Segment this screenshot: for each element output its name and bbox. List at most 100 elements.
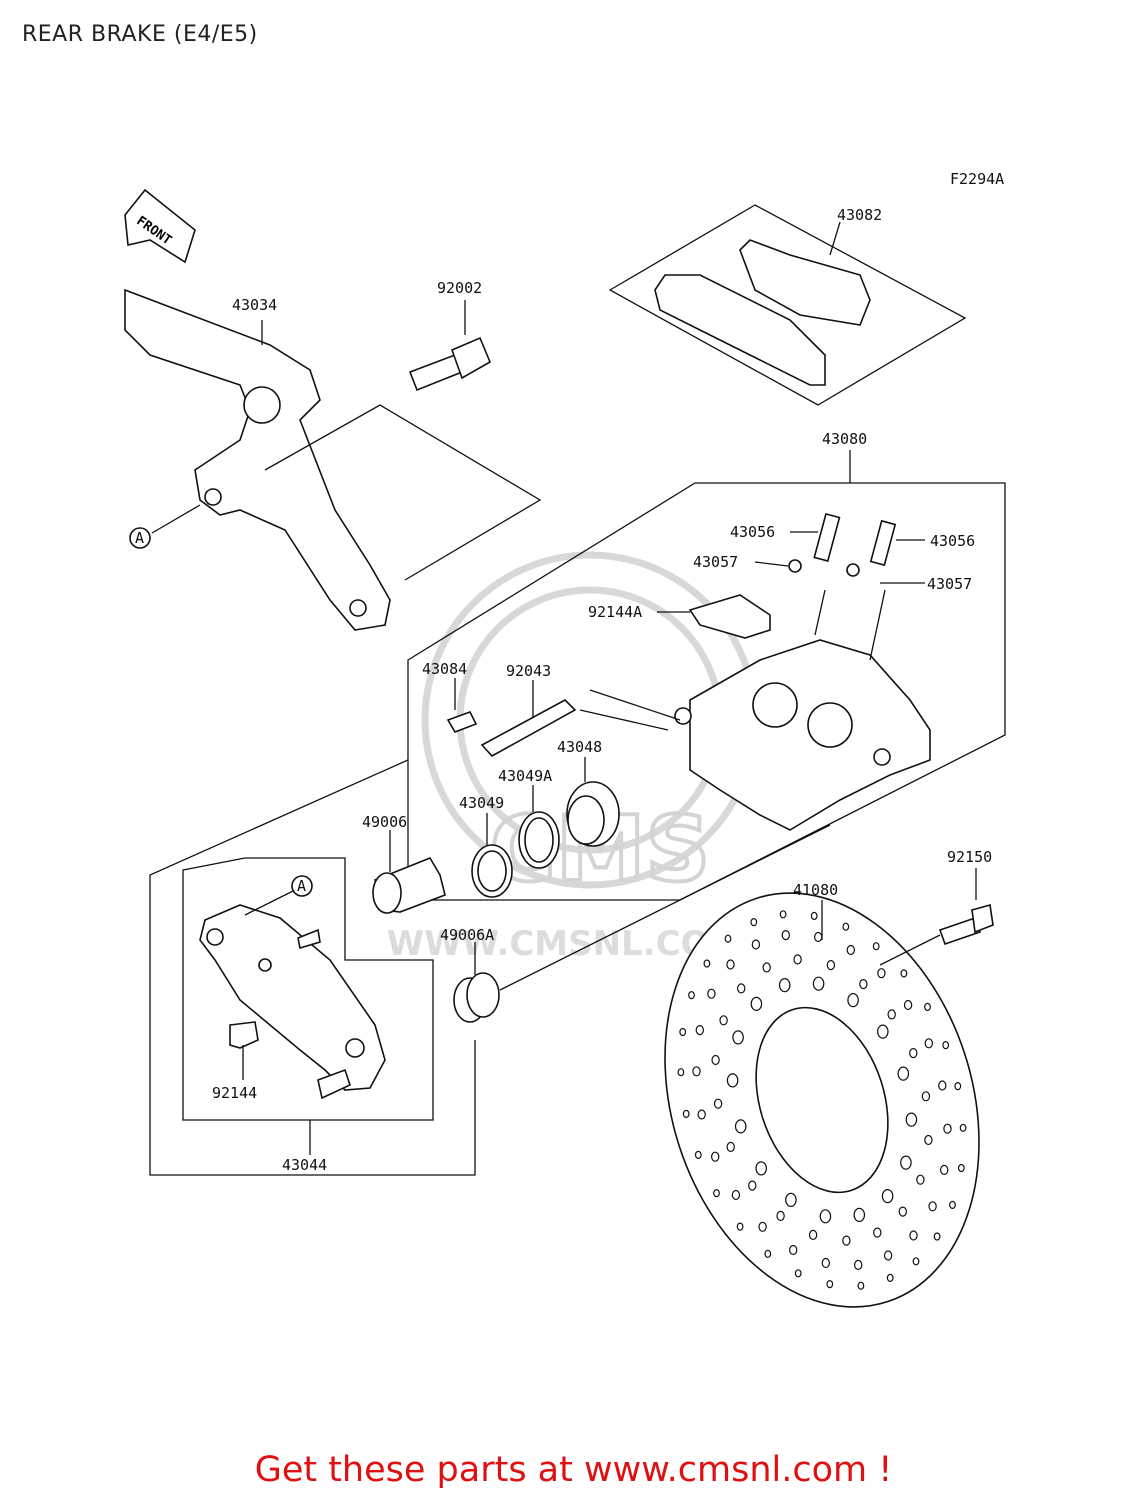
part-label-43057-right: 43057: [927, 575, 972, 593]
disc-hole: [846, 944, 856, 956]
disc-hole: [903, 999, 913, 1011]
disc-hole: [711, 1151, 720, 1162]
part-label-43057-left: 43057: [693, 553, 738, 571]
disc-hole: [682, 1109, 690, 1119]
brake-disc: 41080: [664, 881, 980, 1308]
bracket-assembly: 43044 49006 49006A A 92144: [149, 759, 831, 1176]
disc-hole: [779, 910, 787, 919]
disc-hole: [695, 1024, 705, 1036]
part-label-92144A: 92144A: [588, 603, 642, 621]
disc-hole: [719, 1015, 728, 1026]
disc-hole: [933, 1232, 941, 1241]
part-label-49006: 49006: [362, 813, 407, 831]
disc-hole: [737, 983, 746, 994]
bolt-92002: 92002: [264, 279, 542, 581]
disc-hole: [751, 939, 761, 950]
disc-hole: [883, 1250, 893, 1261]
disc-hole: [789, 1244, 798, 1256]
disc-hole: [810, 911, 818, 921]
disc-hole: [711, 1054, 720, 1066]
disc-hole: [938, 1080, 947, 1091]
shop-cta-link[interactable]: Get these parts at www.cmsnl.com !: [254, 1450, 893, 1490]
disc-hole: [762, 962, 771, 973]
disc-hole: [750, 917, 758, 927]
bolt-92150: 92150: [879, 848, 994, 966]
disc-hole: [703, 959, 711, 968]
part-label-43080: 43080: [822, 430, 867, 448]
disc-hole: [713, 1188, 720, 1198]
part-label-43044: 43044: [282, 1156, 327, 1174]
disc-hole: [694, 1150, 702, 1160]
disc-hole: [853, 1207, 866, 1223]
disc-hole: [881, 1188, 894, 1204]
disc-hole: [954, 1081, 962, 1091]
part-label-43056-left: 43056: [730, 523, 775, 541]
disc-hole: [842, 922, 850, 931]
disc-hole: [876, 1024, 889, 1039]
part-label-92002: 92002: [437, 279, 482, 297]
disc-hole: [886, 1273, 894, 1283]
disc-hole: [912, 1257, 920, 1266]
disc-hole: [857, 1281, 865, 1290]
disc-hole: [924, 1134, 933, 1146]
disc-hole: [940, 1164, 949, 1176]
disc-hole: [897, 1066, 910, 1081]
disc-hole: [898, 1206, 908, 1217]
disc-hole: [736, 1222, 744, 1231]
disc-hole: [764, 1249, 772, 1258]
disc-hole: [959, 1123, 967, 1132]
disc-hole: [732, 1030, 744, 1045]
disc-hole: [873, 1227, 882, 1238]
disc-hole: [707, 988, 716, 999]
disc-hole: [688, 990, 695, 1000]
part-label-43084: 43084: [422, 660, 467, 678]
part-label-43049A: 43049A: [498, 767, 552, 785]
disc-hole: [794, 1269, 802, 1278]
caliper-bracket: 43034 A: [124, 288, 391, 631]
disc-holes: [677, 910, 967, 1290]
disc-hole: [781, 929, 791, 941]
disc-hole: [726, 1073, 739, 1088]
disc-hole: [900, 1155, 912, 1170]
disc-hole: [785, 1192, 797, 1208]
disc-hole: [826, 1279, 834, 1289]
disc-hole: [819, 1209, 832, 1224]
disc-hole: [924, 1038, 934, 1049]
part-label-43048: 43048: [557, 738, 602, 756]
disc-hole: [697, 1109, 706, 1120]
disc-hole: [821, 1257, 831, 1269]
part-label-43034: 43034: [232, 296, 277, 314]
part-label-41080: 41080: [793, 881, 838, 899]
disc-hole: [943, 1123, 952, 1134]
ref-marker-a-bottom: A: [297, 877, 306, 895]
disc-hole: [713, 1098, 723, 1109]
front-arrow-icon: FRONT: [124, 188, 196, 264]
caliper-assembly: 43080 43056 43056 43057 43057 92144A 430…: [407, 430, 1006, 901]
brake-pads: 43082: [608, 204, 967, 406]
part-label-92144: 92144: [212, 1084, 257, 1102]
disc-hole: [905, 1112, 918, 1127]
disc-hole: [826, 959, 836, 971]
disc-hole: [814, 931, 823, 943]
disc-hole: [731, 1189, 741, 1201]
part-label-43056-right: 43056: [930, 532, 975, 550]
disc-hole: [812, 976, 825, 991]
parts-diagram: CMS WWW.CMSNL.COM F2294A FRONT 43082 430…: [124, 170, 1006, 1308]
page-title: REAR BRAKE (E4/E5): [22, 22, 258, 47]
part-label-92043: 92043: [506, 662, 551, 680]
disc-hole: [808, 1229, 818, 1241]
disc-hole: [909, 1047, 918, 1059]
disc-hole: [778, 977, 791, 993]
disc-hole: [724, 934, 732, 943]
disc-hole: [726, 959, 735, 970]
disc-hole: [748, 1180, 757, 1191]
part-label-92150: 92150: [947, 848, 992, 866]
part-label-49006A: 49006A: [440, 926, 494, 944]
disc-hole: [887, 1009, 896, 1020]
ref-marker-a-top: A: [135, 529, 144, 547]
disc-hole: [758, 1221, 767, 1232]
disc-hole: [872, 942, 880, 951]
disc-hole: [859, 978, 868, 990]
disc-hole: [776, 1210, 785, 1222]
disc-hole: [949, 1200, 956, 1210]
